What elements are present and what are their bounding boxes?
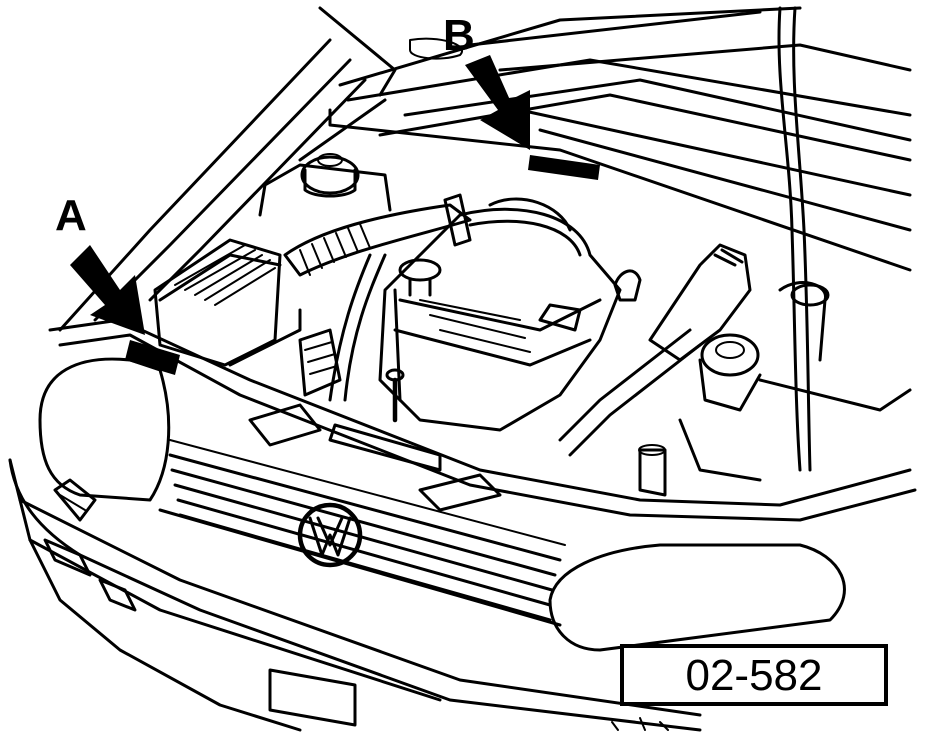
coolant-pipe <box>298 253 387 402</box>
callout-arrow-a <box>70 245 180 375</box>
figure-reference-number: 02-582 <box>685 651 822 700</box>
right-components <box>558 243 912 497</box>
engine-block <box>378 197 622 432</box>
intake-hose <box>283 193 472 277</box>
front-bumper <box>8 458 702 732</box>
callout-label-a: A <box>55 191 87 240</box>
stray-marks <box>611 717 669 731</box>
figure-reference-box: 02-582 <box>620 644 888 706</box>
callout-arrow-b <box>465 55 600 180</box>
coolant-reservoir <box>258 153 392 217</box>
raised-hood <box>318 6 912 272</box>
hood-prop-rod <box>777 6 812 472</box>
callout-label-b: B <box>443 11 475 60</box>
air-filter-box <box>153 238 302 367</box>
